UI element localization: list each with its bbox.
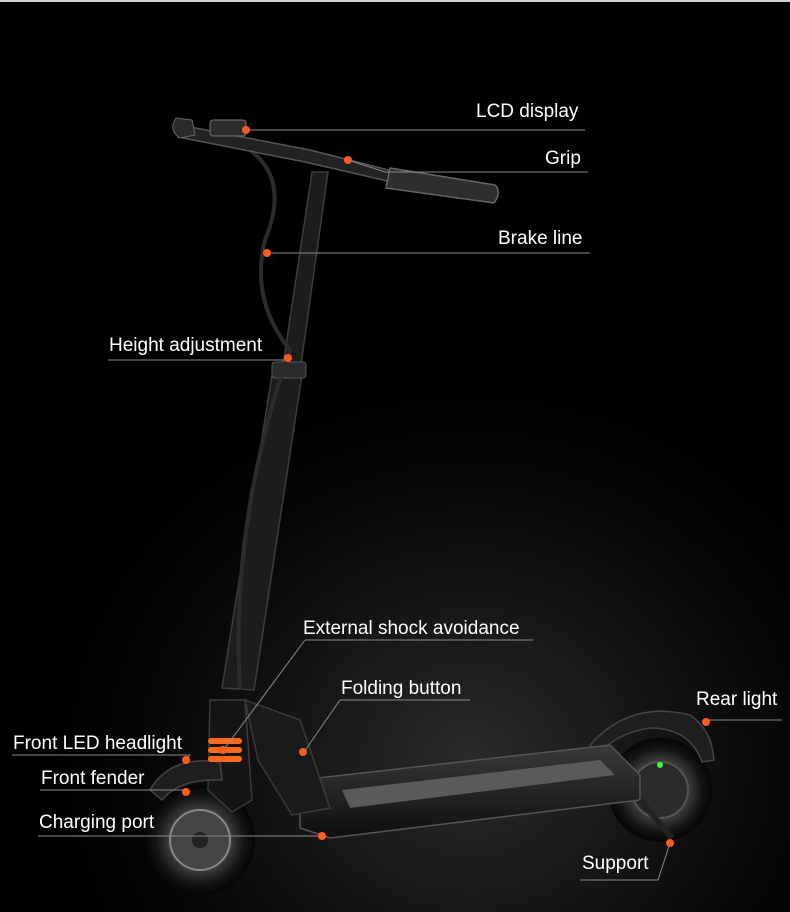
- callout-dot-headlight: [182, 756, 190, 764]
- callout-dot-rear: [702, 718, 710, 726]
- label-lcd-display: LCD display: [476, 101, 579, 122]
- callout-dot-folding: [299, 748, 307, 756]
- label-front-led-headlight: Front LED headlight: [13, 733, 182, 754]
- callout-dots: [182, 126, 710, 847]
- deck-grip-tape: [342, 760, 615, 808]
- callout-dot-height: [284, 354, 292, 362]
- label-front-fender: Front fender: [41, 768, 145, 789]
- label-support: Support: [582, 853, 649, 874]
- stem-upper: [281, 171, 329, 373]
- callout-dot-lcd: [242, 126, 250, 134]
- callout-dot-grip: [344, 156, 352, 164]
- lcd-housing: [209, 119, 247, 137]
- callout-line-folding: [303, 699, 470, 753]
- label-charging-port: Charging port: [39, 812, 155, 833]
- folding-hinge: [243, 698, 331, 816]
- label-grip: Grip: [545, 148, 581, 169]
- shock-spring: [208, 738, 242, 762]
- callout-line-shock: [224, 639, 533, 749]
- callout-lines: [12, 129, 782, 881]
- callout-line-grip: [347, 159, 588, 173]
- label-rear-light: Rear light: [696, 689, 778, 710]
- label-height-adjustment: Height adjustment: [109, 335, 263, 356]
- kickstand: [637, 798, 675, 840]
- callout-dot-support: [666, 839, 674, 847]
- rear-fender: [588, 710, 715, 763]
- left-lever: [172, 117, 196, 139]
- handlebar-grip: [385, 167, 499, 204]
- brake-cable: [236, 148, 293, 691]
- callout-line-support: [580, 842, 671, 881]
- top-divider: [0, 0, 790, 2]
- label-external-shock-avoidance: External shock avoidance: [303, 618, 520, 639]
- callout-line-headlight: [12, 754, 192, 761]
- callout-dot-charging: [318, 832, 326, 840]
- callout-dot-fender: [182, 788, 190, 796]
- stem-lower: [221, 374, 303, 691]
- callout-dot-shock: [219, 746, 227, 754]
- callout-dot-brake: [263, 249, 271, 257]
- label-brake-line: Brake line: [498, 228, 583, 249]
- height-clamp: [271, 361, 307, 379]
- label-folding-button: Folding button: [341, 678, 462, 699]
